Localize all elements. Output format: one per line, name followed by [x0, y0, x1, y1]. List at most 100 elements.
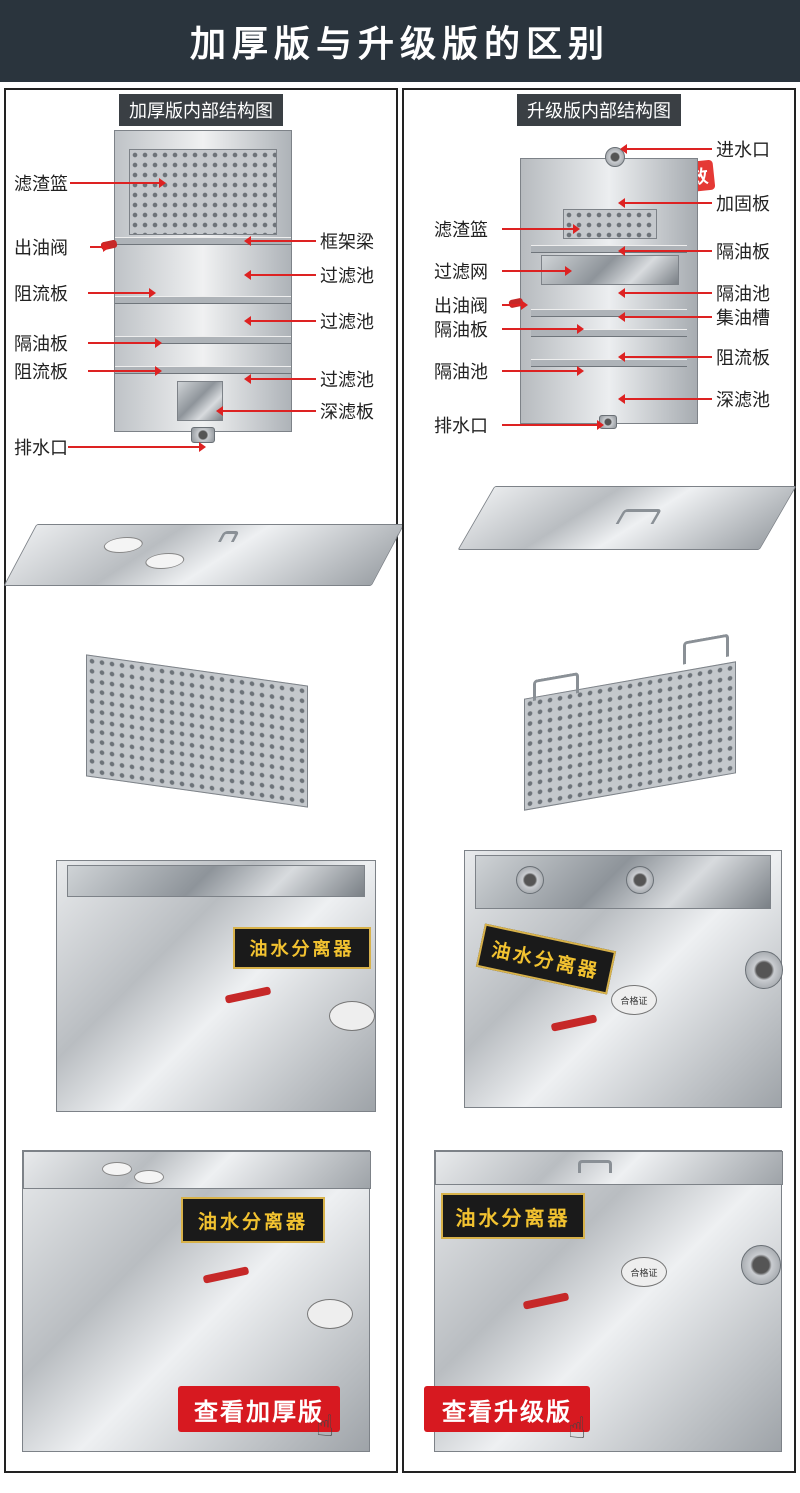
leader-oil-separator-plate-right: [502, 324, 584, 334]
pointer-hand-icon-right: ☝: [568, 1411, 587, 1446]
baffle-plate-1: [115, 296, 291, 304]
upgraded-box-cert-top: 合格证: [611, 985, 657, 1015]
upgraded-box-top-compartments: [475, 855, 771, 909]
upgraded-tank-diagram: [508, 147, 698, 429]
drain-outlet-pipe: [191, 427, 215, 443]
label-oil-separator-plate-r: 隔油板: [716, 242, 770, 263]
right-panel-upgraded-version: 升级版内部结构图 高效 滤渣篮 过滤网 出油阀 隔油板 隔油池 排水口 进水口 …: [402, 88, 797, 1473]
leader-deep-filter-plate: [216, 406, 316, 416]
label-oil-separator-plate-right: 隔油板: [434, 320, 488, 341]
basket-handle-left: [533, 671, 579, 702]
left-panel-title: 加厚版内部结构图: [119, 94, 283, 126]
label-oil-separator-pool: 隔油池: [716, 284, 770, 305]
label-filter-basket: 滤渣篮: [14, 174, 68, 195]
leader-reinforcement-plate: [618, 198, 712, 208]
leader-drain-outlet: [68, 442, 206, 452]
lid-hole-1: [100, 537, 147, 553]
label-oil-separator-pool-left: 隔油池: [434, 362, 488, 383]
label-deep-filter-plate: 深滤板: [320, 402, 374, 423]
label-drain-outlet-right: 排水口: [434, 416, 488, 437]
label-oil-outlet-valve: 出油阀: [14, 238, 68, 259]
label-water-inlet: 进水口: [716, 140, 770, 161]
lid-handle-knob: [217, 531, 240, 542]
upgraded-box-valve-bottom: [522, 1292, 570, 1310]
label-deep-filter-pool: 深滤池: [716, 390, 770, 411]
thick-box-valve-bottom: [202, 1266, 250, 1284]
upgraded-lid: [457, 486, 797, 550]
lid-hole-2: [141, 553, 189, 569]
thick-filter-basket: [86, 654, 308, 808]
inner-filter-hole: [626, 866, 654, 894]
label-filter-basket-right: 滤渣篮: [434, 220, 488, 241]
oil-collecting-trough: [531, 329, 687, 337]
leader-oil-outlet-valve-right: [502, 300, 528, 310]
filter-net-area: [541, 255, 679, 285]
filter-basket-diagram: [129, 149, 277, 235]
baffle-plate: [531, 359, 687, 367]
upgraded-box-cert-bottom: 合格证: [621, 1257, 667, 1287]
leader-filter-net: [502, 266, 572, 276]
thick-lid: [3, 524, 405, 586]
thick-box-open: 油水分离器: [56, 860, 376, 1112]
leader-water-inlet: [620, 144, 712, 154]
label-oil-separator-plate: 隔油板: [14, 334, 68, 355]
leader-baffle-plate-2: [88, 366, 162, 376]
thick-box-cert-bottom: [307, 1299, 353, 1329]
label-filter-pool-2: 过滤池: [320, 312, 374, 333]
label-baffle-plate-2: 阻流板: [14, 362, 68, 383]
leader-filter-pool-1: [244, 270, 316, 280]
upgraded-box-valve-top: [550, 1014, 598, 1032]
left-panel-thick-version: 加厚版内部结构图 滤渣篮 出油阀 阻流板 隔油板 阻流板 排水口 框架梁 过滤池…: [3, 88, 405, 1473]
upgraded-box-open: 油水分离器 合格证: [464, 850, 783, 1108]
leader-drain-outlet-right: [502, 420, 604, 430]
upgraded-box-sign-bottom: 油水分离器: [441, 1193, 585, 1239]
thick-box-valve-top: [224, 986, 272, 1004]
closed-lid-hole-2: [134, 1170, 164, 1184]
thick-tank-diagram: [100, 130, 292, 443]
label-filter-pool-1: 过滤池: [320, 266, 374, 287]
leader-frame-beam: [244, 236, 316, 246]
label-oil-collecting-trough: 集油槽: [716, 308, 770, 329]
leader-oil-outlet-valve: [90, 242, 110, 252]
leader-filter-basket: [70, 178, 166, 188]
box-top-compartments: [67, 865, 365, 897]
leader-baffle-plate-1: [88, 288, 156, 298]
frame-beam: [115, 237, 291, 245]
upgraded-box-lid-top: [435, 1151, 783, 1185]
right-panel-title: 升级版内部结构图: [517, 94, 681, 126]
upgraded-box-side-inlet-bottom: [741, 1245, 781, 1285]
page-banner: 加厚版与升级版的区别: [0, 0, 800, 82]
leader-oil-separator-plate-r: [618, 246, 712, 256]
upgraded-filter-basket: [524, 633, 736, 811]
view-upgraded-version-button[interactable]: 查看升级版: [424, 1386, 590, 1432]
label-baffle-plate-right: 阻流板: [716, 348, 770, 369]
closed-lid-hole-1: [102, 1162, 132, 1176]
oil-separator-plate-upper: [531, 309, 687, 317]
label-filter-net: 过滤网: [434, 262, 488, 283]
leader-filter-basket-right: [502, 224, 580, 234]
oil-separator-plate: [115, 336, 291, 344]
basket-handle-right: [683, 633, 729, 665]
thick-box-cert-top: [329, 1001, 375, 1031]
inner-inlet-hole: [516, 866, 544, 894]
label-frame-beam: 框架梁: [320, 232, 374, 253]
label-reinforcement-plate: 加固板: [716, 194, 770, 215]
pointer-hand-icon: ☝: [316, 1409, 335, 1444]
page-title: 加厚版与升级版的区别: [189, 24, 610, 65]
leader-filter-pool-3: [244, 374, 316, 384]
label-oil-outlet-valve-right: 出油阀: [434, 296, 488, 317]
upgraded-box-sign-top: 油水分离器: [475, 923, 617, 995]
label-filter-pool-3: 过滤池: [320, 370, 374, 391]
label-baffle-plate-1: 阻流板: [14, 284, 68, 305]
leader-oil-separator-pool: [618, 288, 712, 298]
thick-box-lid-top: [23, 1151, 371, 1189]
view-thick-version-button[interactable]: 查看加厚版: [178, 1386, 340, 1432]
thick-box-sign-top: 油水分离器: [233, 927, 371, 969]
deep-filter-plate: [177, 381, 223, 421]
closed-lid-handle: [578, 1160, 612, 1173]
reinforcement-plate: [531, 245, 687, 253]
lid-handle: [615, 509, 663, 524]
leader-filter-pool-2: [244, 316, 316, 326]
leader-oil-separator-pool-left: [502, 366, 584, 376]
baffle-plate-2: [115, 366, 291, 374]
